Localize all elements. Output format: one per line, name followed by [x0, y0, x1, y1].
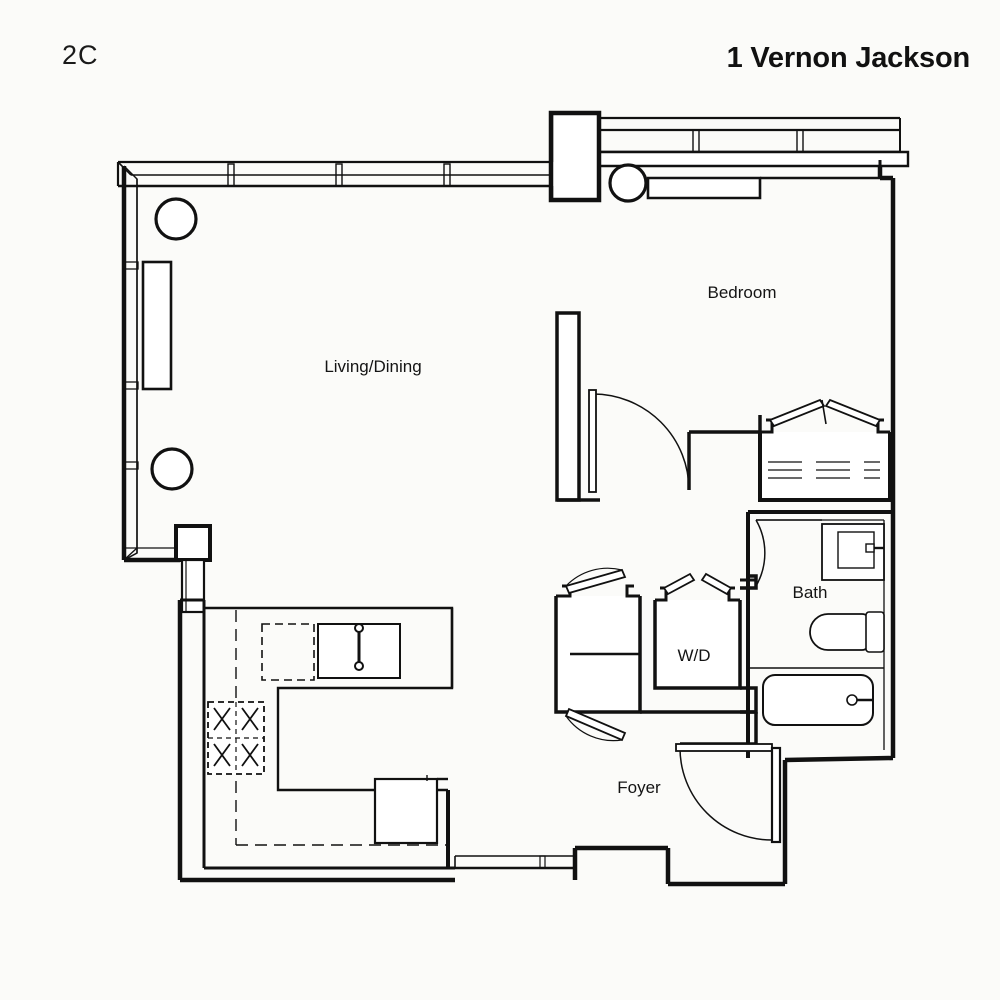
room-label-bath: Bath	[793, 583, 828, 602]
kitchen-counters	[204, 606, 454, 792]
toilet-icon	[809, 611, 885, 653]
bedroom-partition-wall	[555, 311, 762, 502]
bath-door[interactable]	[740, 518, 822, 587]
room-label-wd: W/D	[677, 646, 710, 665]
room-label-foyer: Foyer	[617, 778, 661, 797]
kitchen-shell	[180, 598, 455, 870]
bedroom-soffit	[646, 176, 880, 200]
refrigerator-icon	[261, 623, 315, 681]
bath-vanity-icon	[821, 523, 885, 581]
dishwasher-icon	[373, 775, 448, 845]
range-cooktop-icon	[207, 701, 265, 775]
foyer-closet-doors	[564, 567, 627, 742]
core-column-block	[548, 110, 602, 203]
washer-dryer-closet	[653, 572, 758, 714]
living-north-curtainwall	[116, 160, 552, 188]
kitchen-east-wall	[446, 608, 454, 868]
building-name-title: 1 Vernon Jackson	[726, 42, 971, 74]
structural-columns	[150, 163, 648, 491]
bathtub-icon	[748, 667, 884, 726]
room-label-bedroom: Bedroom	[708, 283, 777, 302]
unit-code-label: 2C	[62, 40, 99, 70]
exterior-wall-outline	[121, 160, 896, 887]
room-label-living-dining: Living/Dining	[324, 357, 421, 376]
living-west-window	[123, 165, 173, 561]
entry-door[interactable]	[675, 743, 782, 844]
bedroom-door[interactable]	[588, 389, 690, 493]
living-south-wall	[123, 547, 176, 562]
bedroom-closet	[758, 398, 892, 502]
wd-doors	[662, 572, 733, 596]
kitchen-sink-icon	[317, 623, 401, 679]
bedroom-north-curtainwall	[588, 116, 910, 168]
kitchen-south-window	[454, 855, 576, 870]
closet-doors	[768, 398, 882, 428]
misc-wall-segments	[550, 113, 882, 200]
